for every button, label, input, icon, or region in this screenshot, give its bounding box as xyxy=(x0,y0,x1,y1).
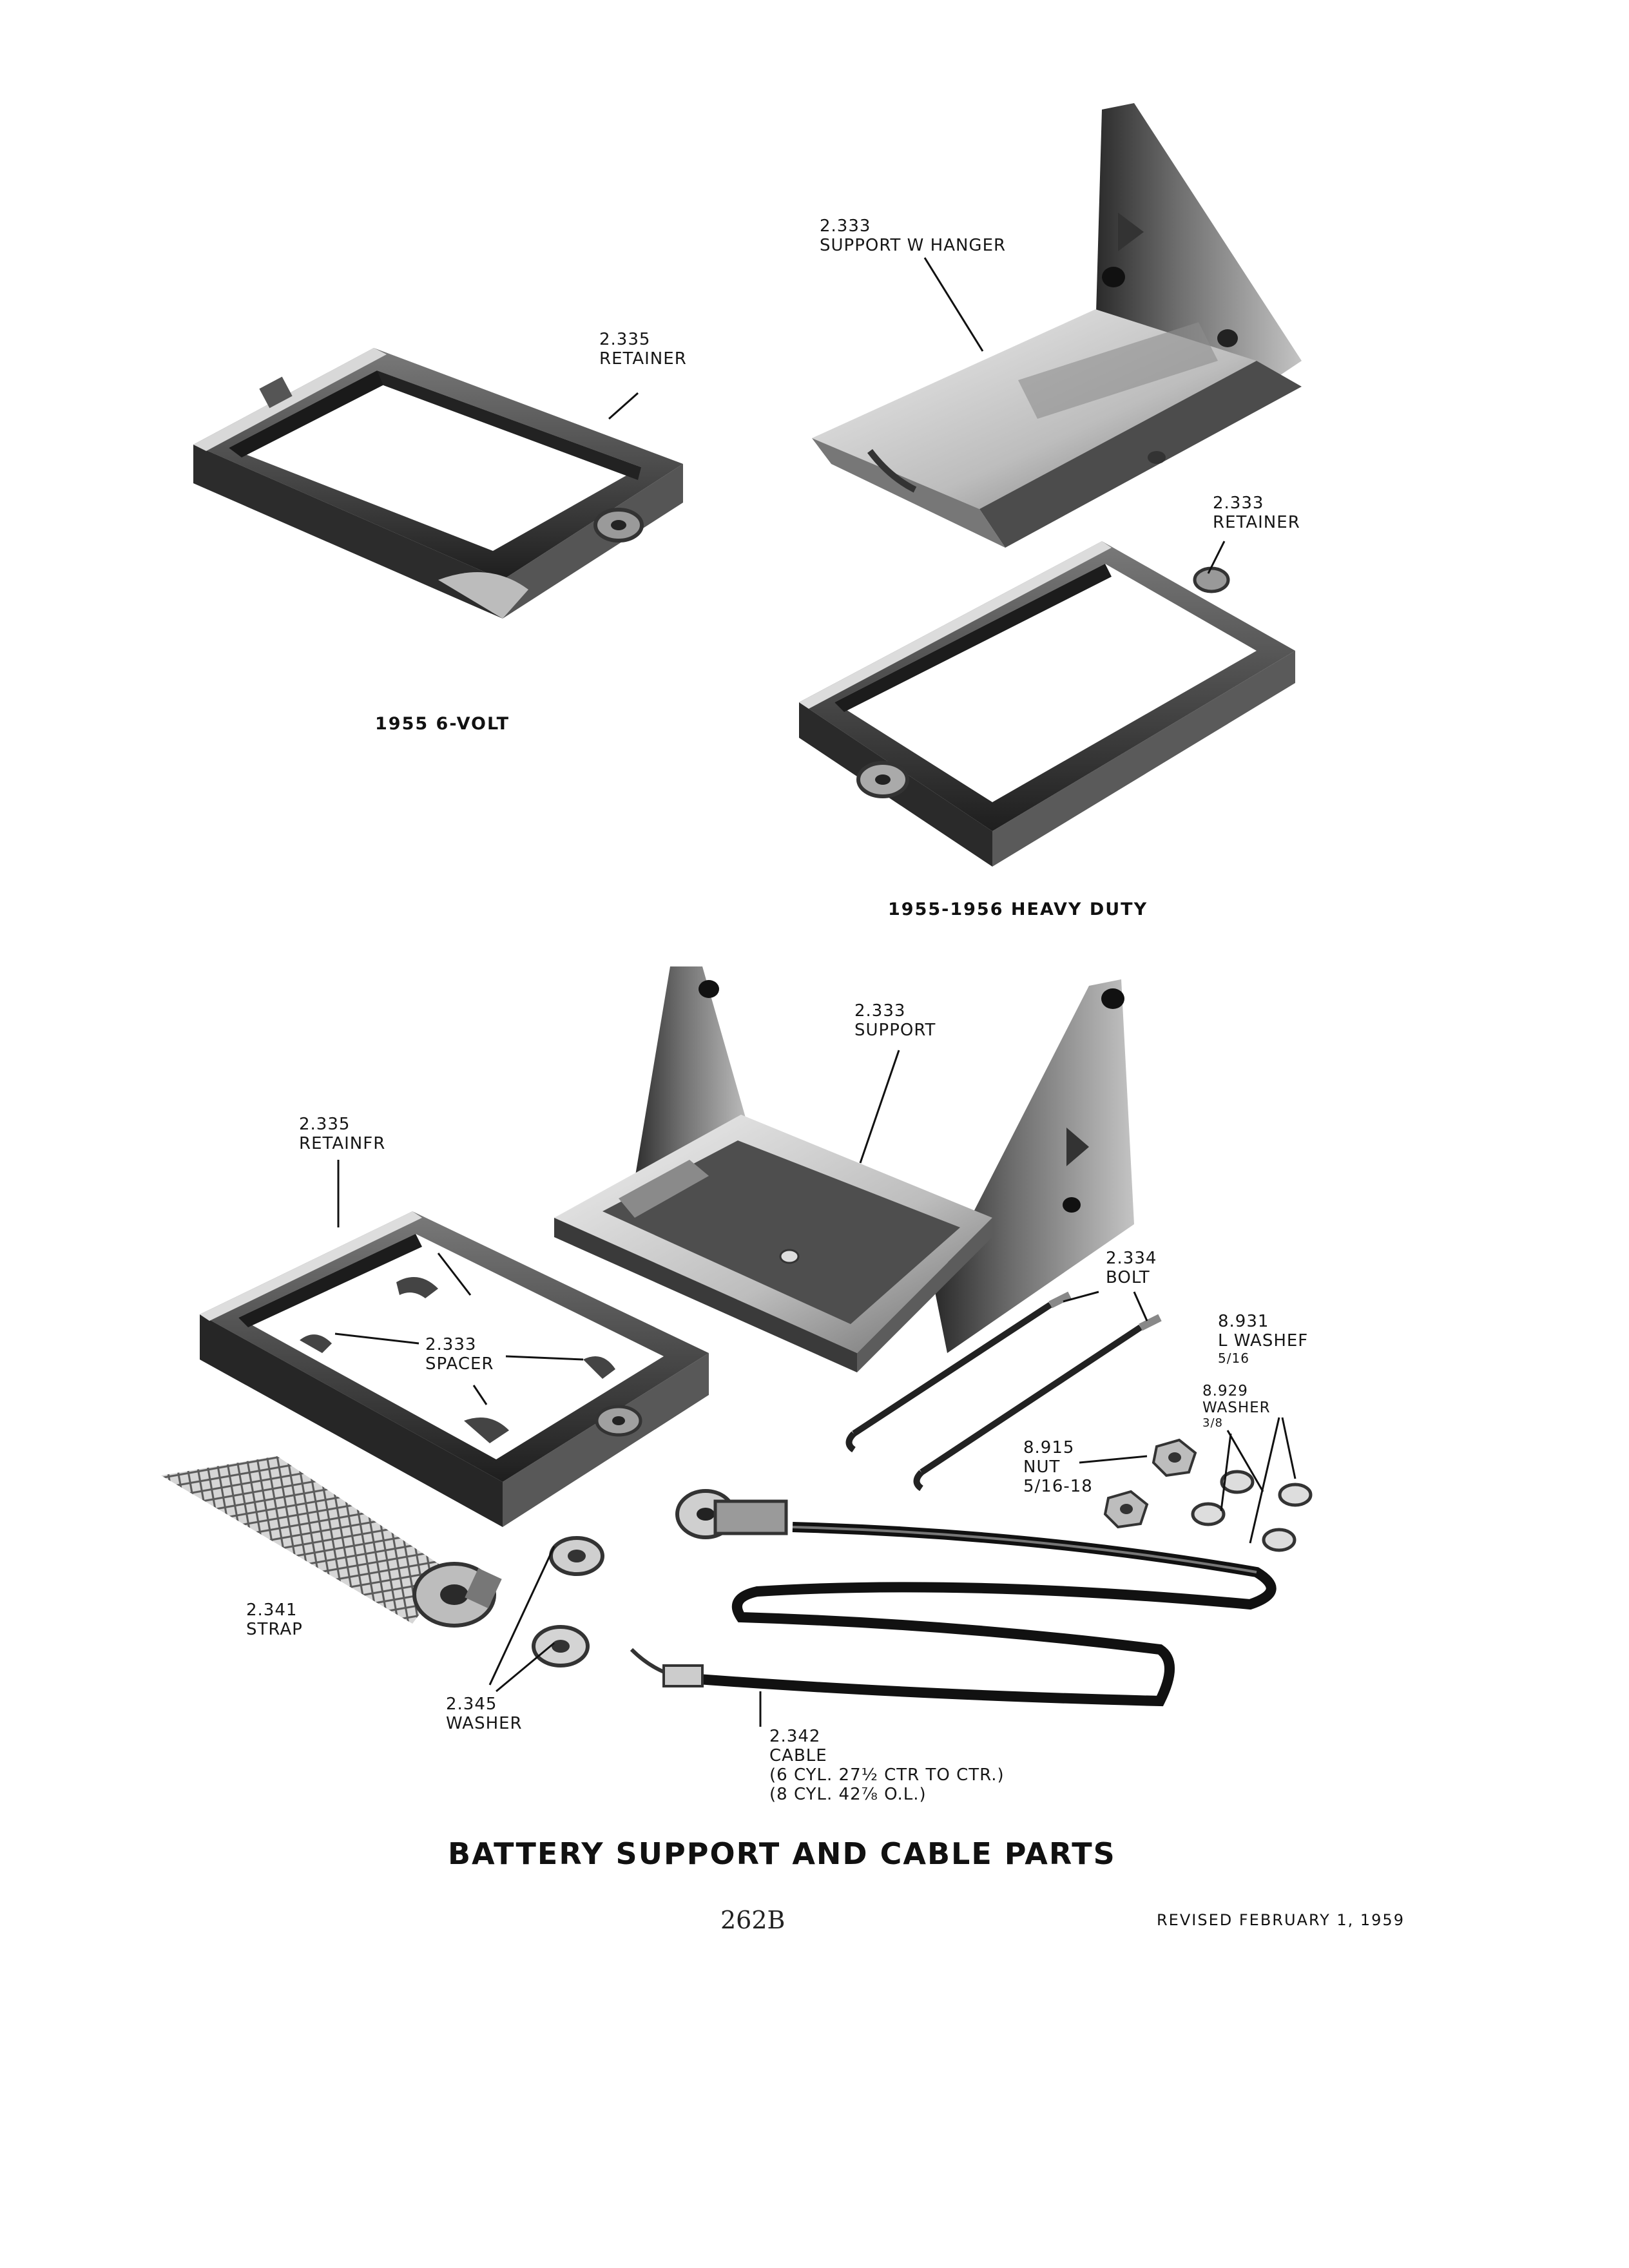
part-name: BOLT xyxy=(1106,1268,1150,1287)
callout-retainer-std: 2.335 RETAINFR xyxy=(299,1115,385,1153)
part-name: WASHER xyxy=(446,1714,523,1733)
part-number: 2.333 xyxy=(1213,494,1264,513)
part-name: SUPPORT xyxy=(854,1021,936,1040)
callout-cable: 2.342 CABLE (6 CYL. 27½ CTR TO CTR.) (8 … xyxy=(769,1727,1005,1804)
part-name: WASHER xyxy=(1202,1399,1271,1416)
part-number: 2.333 xyxy=(854,1001,906,1021)
part-number: 2.333 xyxy=(820,216,871,236)
part-name: STRAP xyxy=(246,1620,303,1639)
callout-washer: 2.345 WASHER xyxy=(446,1695,523,1733)
cable-note-8-cyl: (8 CYL. 42⅞ O.L.) xyxy=(769,1785,927,1804)
part-size: 5/16 xyxy=(1218,1350,1249,1366)
part-size: 3/8 xyxy=(1202,1416,1223,1430)
part-number: 8.929 xyxy=(1202,1383,1248,1399)
part-number: 8.931 xyxy=(1218,1312,1269,1331)
support-w-hanger-drawing xyxy=(812,103,1302,548)
retainer-6v-drawing xyxy=(193,348,683,619)
support-drawing xyxy=(554,966,1134,1372)
part-name: SUPPORT W HANGER xyxy=(820,236,1007,255)
callout-nut: 8.915 NUT 5/16-18 xyxy=(1023,1438,1093,1496)
part-size: 5/16-18 xyxy=(1023,1477,1093,1496)
part-number: 2.333 xyxy=(425,1335,477,1354)
caption-6-volt: 1955 6-VOLT xyxy=(375,714,510,734)
callout-lock-washer: 8.931 L WASHEF 5/16 xyxy=(1218,1312,1308,1366)
part-number: 2.335 xyxy=(599,330,651,349)
leader-lines xyxy=(334,257,1296,1727)
nut-drawing xyxy=(1103,1438,1197,1529)
callout-support-w-hanger: 2.333 SUPPORT W HANGER xyxy=(820,216,1006,255)
cable-note-6-cyl: (6 CYL. 27½ CTR TO CTR.) xyxy=(769,1765,1005,1785)
small-washers-drawing xyxy=(1191,1470,1313,1552)
retainer-hd-drawing xyxy=(799,541,1295,867)
part-name: L WASHEF xyxy=(1218,1331,1309,1350)
strap-drawing xyxy=(161,1456,502,1628)
bolt-drawing xyxy=(845,1291,1162,1492)
part-number: 2.335 xyxy=(299,1115,351,1134)
part-number: 2.334 xyxy=(1106,1249,1157,1268)
page-number: 262B xyxy=(720,1906,786,1934)
part-name: SPACER xyxy=(425,1354,494,1374)
cable-drawing xyxy=(630,1489,1277,1707)
callout-bolt: 2.334 BOLT xyxy=(1106,1249,1157,1287)
part-name: RETAINER xyxy=(1213,513,1300,532)
part-number: 8.915 xyxy=(1023,1438,1075,1457)
callout-washer-small: 8.929 WASHER 3/8 xyxy=(1202,1383,1271,1430)
washer-2345-drawing xyxy=(532,1536,604,1667)
callout-retainer-6v: 2.335 RETAINER xyxy=(599,330,687,369)
part-name: RETAINER xyxy=(599,349,687,369)
callout-retainer-hd: 2.333 RETAINER xyxy=(1213,494,1300,532)
callout-support: 2.333 SUPPORT xyxy=(854,1001,936,1040)
part-number: 2.341 xyxy=(246,1600,298,1620)
part-name: NUT xyxy=(1023,1457,1061,1477)
part-number: 2.345 xyxy=(446,1695,497,1714)
page-title: BATTERY SUPPORT AND CABLE PARTS xyxy=(448,1836,1116,1871)
callout-spacer: 2.333 SPACER xyxy=(425,1335,494,1374)
callout-strap: 2.341 STRAP xyxy=(246,1600,303,1639)
caption-heavy-duty: 1955-1956 HEAVY DUTY xyxy=(888,899,1148,919)
part-number: 2.342 xyxy=(769,1727,821,1746)
revision-note: REVISED FEBRUARY 1, 1959 xyxy=(1157,1911,1405,1929)
retainer-std-drawing xyxy=(200,1211,709,1527)
part-name: CABLE xyxy=(769,1746,827,1765)
part-name: RETAINFR xyxy=(299,1134,386,1153)
